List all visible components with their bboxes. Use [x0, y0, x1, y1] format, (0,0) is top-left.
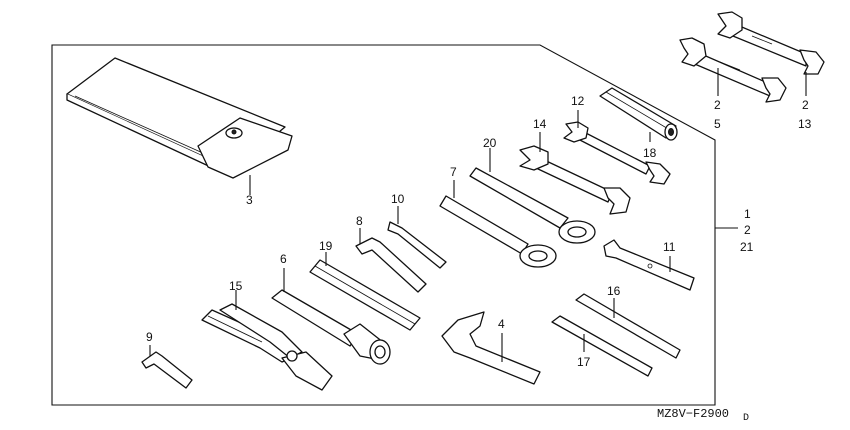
callout-9: 9	[146, 330, 153, 344]
hook-spanner-4-part	[441, 311, 541, 385]
callout-2-upper-right: 2	[802, 98, 809, 112]
callout-10: 10	[391, 192, 405, 206]
callout-1: 1	[744, 207, 751, 221]
callout-4: 4	[498, 317, 505, 331]
figure-code: MZ8V−F2900	[657, 407, 729, 421]
callout-18: 18	[643, 146, 657, 160]
callout-19: 19	[319, 239, 333, 253]
hex-key-8-part	[355, 237, 427, 293]
screwdriver-16-part	[575, 293, 681, 359]
wrench-12-part	[563, 121, 671, 185]
callout-12: 12	[571, 94, 585, 108]
callout-17: 17	[577, 355, 591, 369]
callout-8: 8	[356, 214, 363, 228]
pliers-15-part	[201, 303, 333, 391]
screwdriver-17-part	[551, 315, 653, 377]
double-end-wrench-2-part	[717, 11, 825, 75]
pin-spanner-11-part	[603, 239, 695, 291]
tool-bag-part	[66, 57, 293, 179]
callout-2-right: 2	[744, 223, 751, 237]
callout-15: 15	[229, 279, 243, 293]
box-wrench-20-part	[469, 167, 596, 244]
diagram-frame	[51, 44, 716, 406]
callout-13: 13	[798, 117, 812, 131]
callout-21: 21	[740, 240, 754, 254]
callout-2-upper-left: 2	[714, 98, 721, 112]
callout-3: 3	[246, 193, 253, 207]
callout-11: 11	[663, 240, 676, 254]
double-end-wrench-part	[679, 37, 787, 103]
leader-lines	[149, 68, 807, 362]
hex-key-10-part	[387, 221, 447, 269]
callout-6: 6	[280, 252, 287, 266]
figure-code-suffix: D	[743, 413, 749, 424]
extension-bar-19-part	[309, 259, 421, 331]
callout-14: 14	[533, 117, 547, 131]
callout-16: 16	[607, 284, 621, 298]
wrench-14-part	[519, 145, 631, 215]
callout-5: 5	[714, 117, 721, 131]
socket-wrench-6-part	[271, 289, 391, 365]
callout-20: 20	[483, 136, 497, 150]
hex-key-9-part	[141, 351, 193, 389]
screwdriver-handle-part	[599, 87, 678, 141]
box-wrench-7-part	[439, 195, 557, 268]
callout-7: 7	[450, 165, 457, 179]
